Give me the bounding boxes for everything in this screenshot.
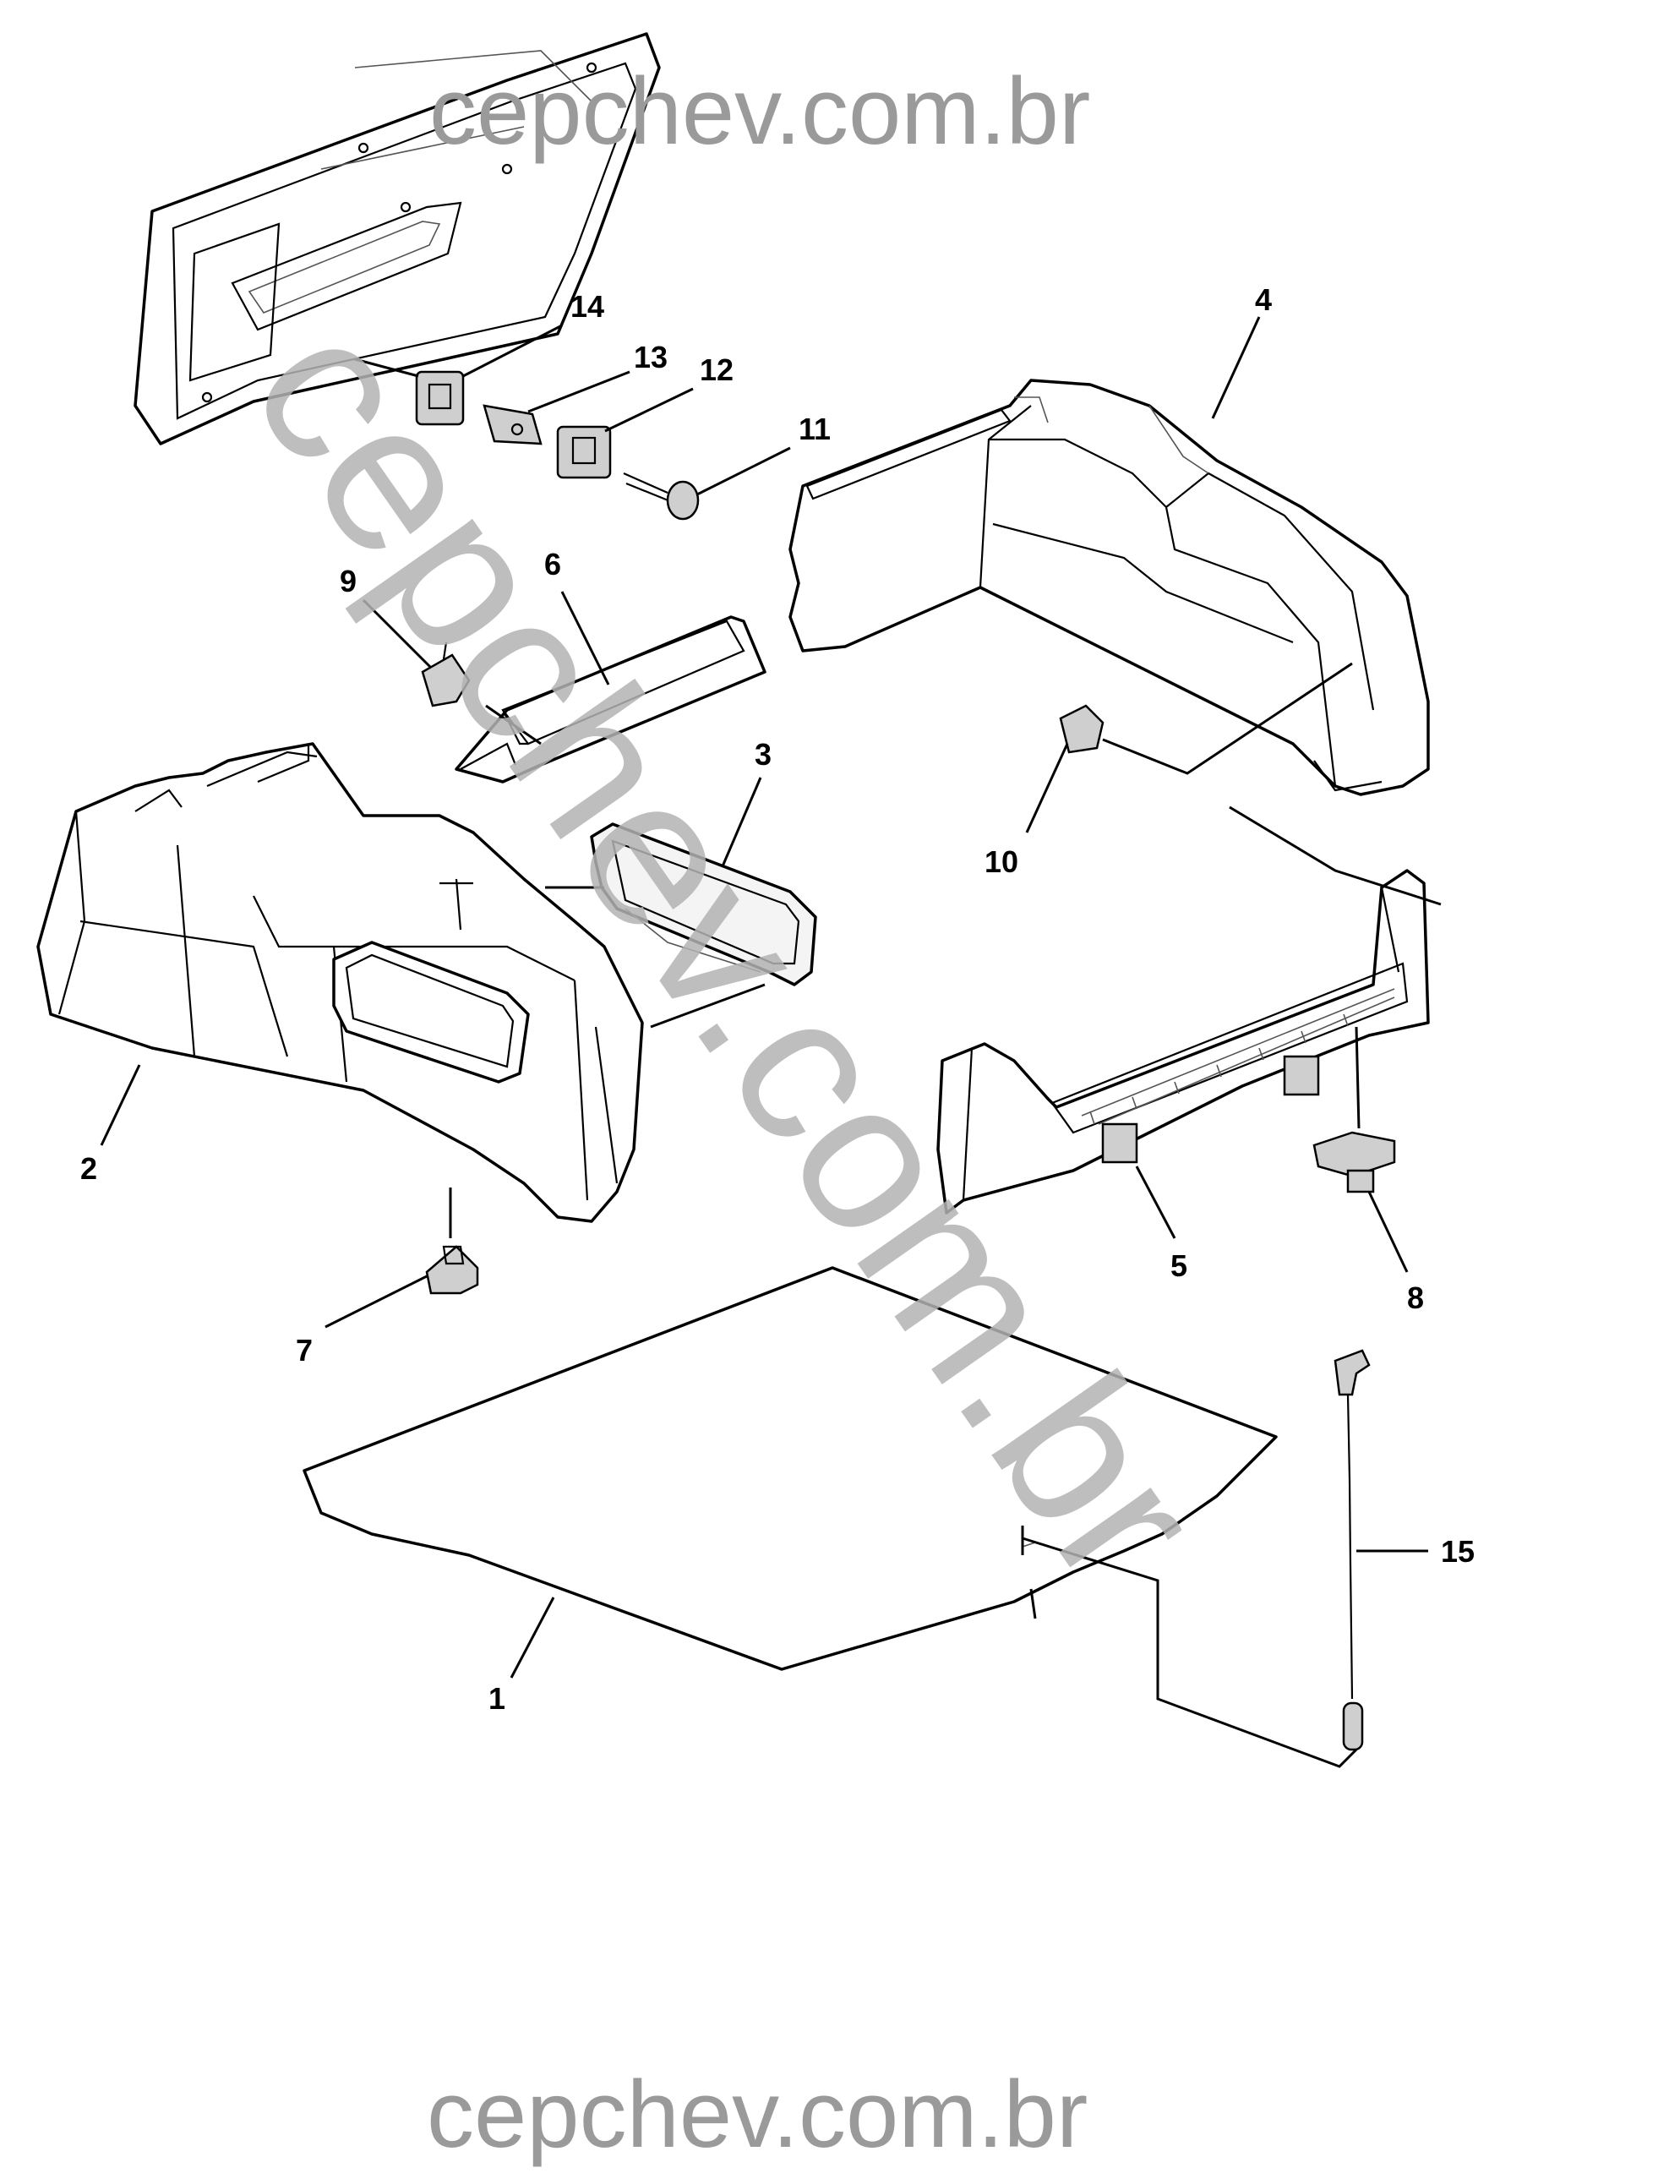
callout-10: 10 (985, 844, 1018, 879)
watermark-top: cepchev.com.br (429, 58, 1090, 164)
trim-panel-3 (590, 822, 817, 986)
rear-sill-trim-panel (936, 869, 1430, 1215)
push-pin-8 (1312, 1131, 1396, 1193)
callout-labels: 1 2 3 4 5 6 7 8 9 10 11 12 13 14 15 (80, 282, 1475, 1716)
bolt-11 (623, 472, 700, 521)
clip-14 (415, 370, 465, 426)
clip-13 (483, 404, 543, 445)
strap-15 (1334, 1349, 1371, 1751)
push-pin-9 (421, 642, 471, 707)
leader-lines (100, 316, 1442, 1768)
callout-4: 4 (1255, 282, 1272, 317)
sill-plate-6 (455, 615, 766, 784)
callout-7: 7 (296, 1333, 313, 1368)
callout-15: 15 (1441, 1534, 1475, 1569)
callout-11: 11 (799, 412, 831, 446)
callout-5: 5 (1170, 1248, 1187, 1283)
push-pin-7 (425, 1245, 479, 1295)
trunk-lid-panel (134, 32, 661, 445)
callout-14: 14 (570, 289, 604, 324)
push-pin-10 (1059, 704, 1105, 754)
callout-3: 3 (755, 737, 772, 772)
callout-6: 6 (544, 547, 561, 581)
clip-12 (556, 425, 612, 479)
callout-2: 2 (80, 1151, 97, 1186)
callout-13: 13 (634, 340, 668, 374)
callout-9: 9 (340, 564, 357, 598)
left-side-trim-panel (36, 742, 644, 1223)
right-side-trim-panel (788, 379, 1430, 796)
callout-1: 1 (488, 1681, 505, 1716)
watermark-bottom: cepchev.com.br (427, 2061, 1088, 2167)
callout-12: 12 (700, 352, 734, 387)
callout-8: 8 (1407, 1280, 1424, 1315)
trunk-floor-mat (303, 1266, 1278, 1671)
